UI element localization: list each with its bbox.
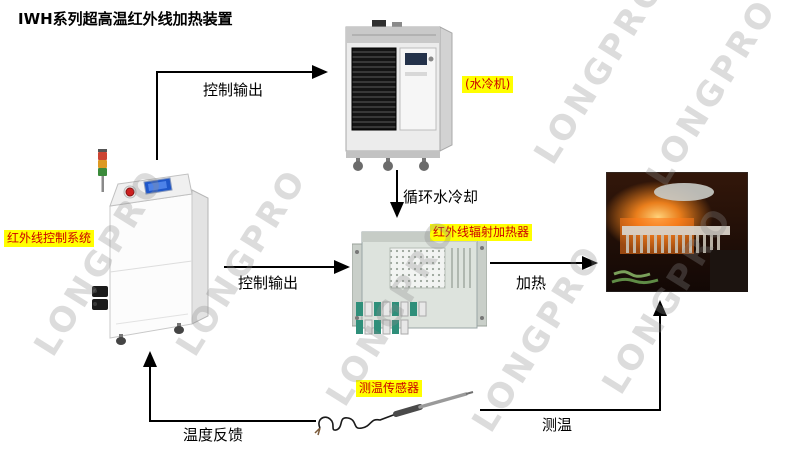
arrow-feedback-to-control <box>143 351 316 422</box>
label-control-output-top: 控制输出 <box>203 81 264 99</box>
temp-sensor-probe <box>312 388 482 442</box>
control-system-cabinet <box>92 148 222 350</box>
signal-tower-icon <box>98 149 107 192</box>
heated-product-image <box>603 171 749 296</box>
label-temp-feedback: 温度反馈 <box>183 426 244 444</box>
page-title: IWH系列超高温红外线加热装置 <box>18 10 233 28</box>
label-heating: 加热 <box>516 274 547 292</box>
watermark-text: LONGPRO <box>638 0 786 194</box>
label-control-output-mid: 控制输出 <box>238 274 299 292</box>
vent-grille-icon <box>351 47 397 131</box>
label-ir-heater: 红外线辐射加热器 <box>430 224 533 241</box>
label-control-system: 红外线控制系统 <box>4 230 95 247</box>
label-temp-measure: 测温 <box>542 416 573 434</box>
cable-connector-icon <box>92 286 108 297</box>
arrow-sensor-to-product <box>480 300 667 411</box>
emergency-button-icon <box>125 187 135 197</box>
heater-panel <box>389 247 446 289</box>
sensor-cable-icon <box>318 413 397 431</box>
label-water-chiller: (水冷机) <box>462 76 514 93</box>
chiller-display <box>405 53 427 65</box>
watermark-text: LONGPRO <box>526 0 674 172</box>
sensor-probe-icon <box>418 392 468 409</box>
label-temp-sensor: 测温传感器 <box>356 380 423 397</box>
water-chiller-unit <box>338 20 458 176</box>
ir-heater-unit <box>351 224 488 348</box>
terminal-blocks-icon <box>356 301 427 335</box>
label-circulating-water: 循环水冷却 <box>403 188 479 206</box>
